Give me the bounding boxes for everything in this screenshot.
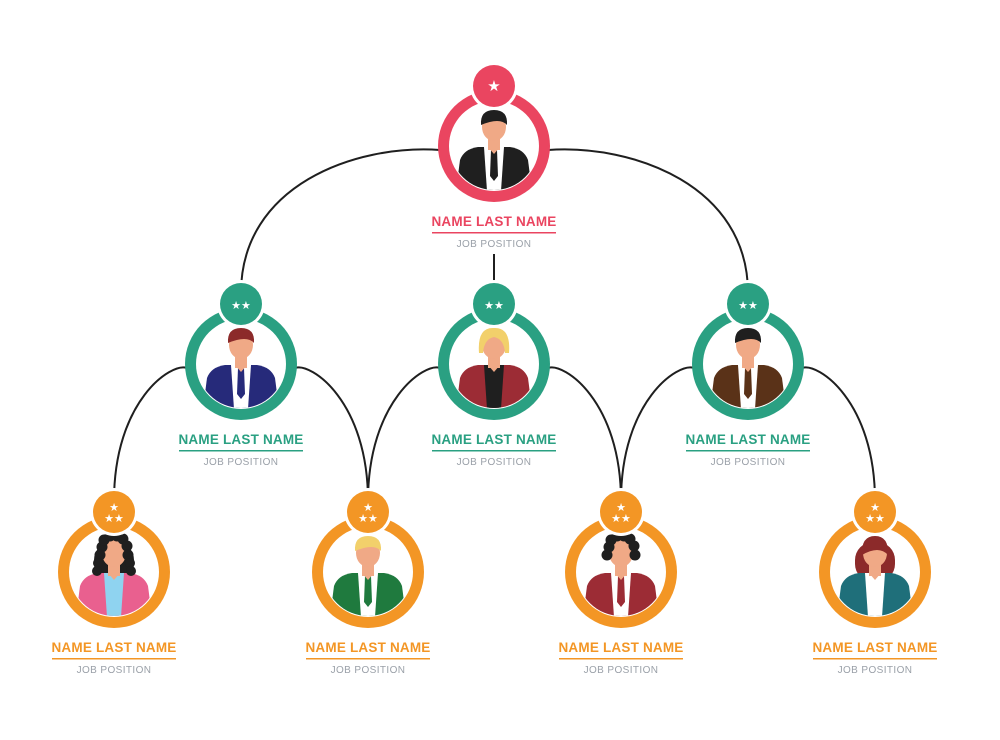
node-job-position: JOB POSITION bbox=[457, 239, 532, 250]
connector-manager-right-to-staff-4 bbox=[801, 366, 876, 502]
org-node-staff-2[interactable]: ★★★ NAME LAST NAME JOB POSITION bbox=[305, 488, 430, 676]
node-job-position: JOB POSITION bbox=[838, 665, 913, 676]
node-job-position: JOB POSITION bbox=[711, 457, 786, 468]
rank-star-badge: ★★★ bbox=[90, 488, 138, 536]
star-icon: ★★ bbox=[484, 299, 504, 312]
rank-star-badge: ★★★ bbox=[597, 488, 645, 536]
connector-manager-right-to-staff-3 bbox=[620, 366, 695, 502]
node-name: NAME LAST NAME bbox=[305, 640, 430, 655]
star-icon: ★★ bbox=[104, 512, 124, 525]
node-job-position: JOB POSITION bbox=[457, 457, 532, 468]
name-underline bbox=[813, 658, 937, 660]
avatar-person-icon bbox=[456, 110, 532, 190]
name-underline bbox=[306, 658, 430, 660]
connector-manager-center-to-staff-2 bbox=[367, 366, 441, 502]
connector-ceo-to-manager-left bbox=[240, 148, 441, 294]
star-icon: ★★ bbox=[358, 512, 378, 525]
node-name: NAME LAST NAME bbox=[431, 214, 556, 229]
star-icon: ★ bbox=[870, 501, 880, 514]
org-node-staff-3[interactable]: ★★★ NAME LAST NAME JOB POSITION bbox=[558, 488, 683, 676]
connector-ceo-to-manager-right bbox=[547, 148, 749, 294]
avatar-person-icon bbox=[456, 327, 532, 408]
star-icon: ★ bbox=[363, 501, 373, 514]
node-job-position: JOB POSITION bbox=[331, 665, 406, 676]
node-name: NAME LAST NAME bbox=[685, 432, 810, 447]
org-node-staff-1[interactable]: ★★★ NAME LAST NAME JOB POSITION bbox=[51, 488, 176, 676]
rank-star-badge: ★ bbox=[470, 62, 518, 110]
connector-manager-left-to-staff-2 bbox=[294, 366, 369, 502]
name-underline bbox=[559, 658, 683, 660]
avatar-person-icon bbox=[330, 536, 406, 616]
rank-star-badge: ★★ bbox=[217, 280, 265, 328]
node-job-position: JOB POSITION bbox=[77, 665, 152, 676]
rank-star-badge: ★★★ bbox=[344, 488, 392, 536]
node-name: NAME LAST NAME bbox=[558, 640, 683, 655]
star-icon: ★★ bbox=[231, 299, 251, 312]
avatar-person-icon bbox=[837, 536, 913, 616]
connector-manager-center-to-staff-3 bbox=[547, 366, 622, 502]
name-underline bbox=[432, 450, 556, 452]
org-node-staff-4[interactable]: ★★★ NAME LAST NAME JOB POSITION bbox=[812, 488, 937, 676]
star-icon: ★ bbox=[487, 77, 500, 95]
avatar-person-icon bbox=[203, 328, 279, 408]
org-node-ceo[interactable]: ★ NAME LAST NAME JOB POSITION bbox=[431, 62, 556, 250]
star-icon: ★★ bbox=[865, 512, 885, 525]
connector-lines bbox=[113, 148, 876, 502]
node-job-position: JOB POSITION bbox=[584, 665, 659, 676]
node-name: NAME LAST NAME bbox=[431, 432, 556, 447]
rank-star-badge: ★★ bbox=[470, 280, 518, 328]
name-underline bbox=[52, 658, 176, 660]
name-underline bbox=[686, 450, 810, 452]
org-node-manager-center[interactable]: ★★ NAME LAST NAME JOB POSITION bbox=[431, 280, 556, 468]
star-icon: ★ bbox=[616, 501, 626, 514]
avatar-person-icon bbox=[76, 530, 152, 616]
avatar-person-icon bbox=[710, 328, 786, 408]
org-node-manager-right[interactable]: ★★ NAME LAST NAME JOB POSITION bbox=[685, 280, 810, 468]
name-underline bbox=[432, 232, 556, 234]
star-icon: ★★ bbox=[738, 299, 758, 312]
star-icon: ★ bbox=[109, 501, 119, 514]
star-icon: ★★ bbox=[611, 512, 631, 525]
rank-star-badge: ★★ bbox=[724, 280, 772, 328]
connector-manager-left-to-staff-1 bbox=[113, 366, 188, 502]
node-name: NAME LAST NAME bbox=[178, 432, 303, 447]
node-job-position: JOB POSITION bbox=[204, 457, 279, 468]
node-name: NAME LAST NAME bbox=[812, 640, 937, 655]
node-name: NAME LAST NAME bbox=[51, 640, 176, 655]
rank-star-badge: ★★★ bbox=[851, 488, 899, 536]
org-node-manager-left[interactable]: ★★ NAME LAST NAME JOB POSITION bbox=[178, 280, 303, 468]
name-underline bbox=[179, 450, 303, 452]
